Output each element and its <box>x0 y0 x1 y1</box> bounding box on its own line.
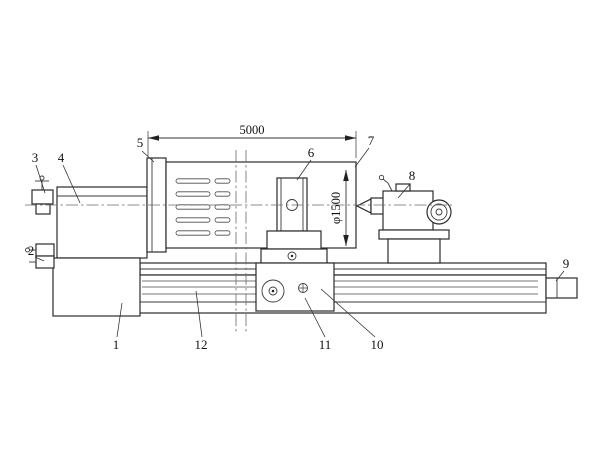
dimension-length-5000: 5000 <box>147 123 357 158</box>
callout-9: 9 <box>563 256 570 271</box>
valve-lower <box>35 255 55 269</box>
tool-post <box>260 177 328 264</box>
tailstock-lever <box>382 178 393 192</box>
tailstock-flange <box>378 229 450 240</box>
leader-4 <box>62 164 81 204</box>
apron-handwheel-center <box>271 289 275 293</box>
callout-12: 12 <box>195 337 208 352</box>
headstock-box <box>56 186 148 259</box>
leader-3 <box>35 164 46 194</box>
dimension-length-text: 5000 <box>240 123 265 137</box>
apron-body <box>255 262 335 312</box>
tailstock-lever-knob <box>378 174 385 181</box>
leader-12 <box>195 290 203 338</box>
compound-slide <box>266 230 322 250</box>
leader-6 <box>296 159 312 181</box>
leader-7 <box>354 147 370 168</box>
slot <box>175 191 211 197</box>
slot <box>175 217 211 223</box>
carriage-apron <box>255 262 335 312</box>
slot <box>214 217 231 223</box>
leader-11 <box>304 297 326 338</box>
callout-10: 10 <box>371 337 384 352</box>
side-valve-unit <box>25 243 55 269</box>
slot <box>214 191 231 197</box>
axis-lines <box>25 150 452 333</box>
leader-1 <box>116 302 123 338</box>
callout-2: 2 <box>28 243 35 258</box>
slot <box>214 230 231 236</box>
tailstock-handwheel-hub <box>435 208 443 216</box>
leader-10 <box>320 288 376 338</box>
apron-handwheel-hub <box>268 286 278 296</box>
feed-rods <box>142 280 538 295</box>
dimension-diameter-1500: φ1500 <box>329 170 349 246</box>
leader-lines <box>34 147 565 338</box>
slot <box>214 204 231 210</box>
chuck-clamp-top <box>31 175 54 215</box>
bed-end-bracket <box>545 277 578 299</box>
slot <box>175 230 211 236</box>
dim-arrow-right <box>345 135 356 141</box>
dimension-diameter-text: φ1500 <box>329 192 343 224</box>
dim-arrow-left <box>148 135 159 141</box>
tailstock <box>355 174 452 264</box>
valve-upper <box>35 243 55 257</box>
callout-8: 8 <box>409 168 416 183</box>
tailstock-handwheel-rim <box>430 203 448 221</box>
tailstock-base <box>387 238 441 264</box>
leader-9 <box>555 270 565 282</box>
leader-5 <box>141 150 155 163</box>
end-bracket-body <box>545 277 578 299</box>
callout-7: 7 <box>368 133 375 148</box>
slot <box>214 178 231 184</box>
diameter-arrow-bottom <box>343 235 349 246</box>
callout-4: 4 <box>58 150 65 165</box>
tailstock-body <box>382 190 434 231</box>
headstock-base <box>52 257 141 317</box>
tool-post-column <box>276 177 308 232</box>
tailstock-quill <box>370 197 385 215</box>
cross-slide-dial <box>287 251 297 261</box>
cross-slide-dial-center <box>290 254 294 258</box>
apron-handwheel <box>261 279 285 303</box>
leader-2 <box>34 256 45 262</box>
headstock <box>25 175 148 317</box>
valve-knob <box>25 247 30 253</box>
callout-1: 1 <box>113 337 120 352</box>
clamp-body <box>31 189 54 205</box>
workpiece-slots <box>175 178 231 236</box>
callout-6: 6 <box>308 145 315 160</box>
callout-11: 11 <box>319 337 332 352</box>
leader-8 <box>397 183 411 199</box>
tailstock-top-boss <box>395 183 411 192</box>
cross-slide <box>260 248 328 264</box>
callout-labels: 3 4 5 6 7 8 9 2 1 12 11 10 <box>28 133 570 352</box>
clamp-foot <box>35 203 51 215</box>
diameter-arrow-top <box>343 170 349 181</box>
callout-3: 3 <box>32 150 39 165</box>
callout-5: 5 <box>137 135 144 150</box>
tailstock-handwheel <box>426 199 452 225</box>
dead-center-point <box>355 198 372 214</box>
slot <box>175 178 211 184</box>
